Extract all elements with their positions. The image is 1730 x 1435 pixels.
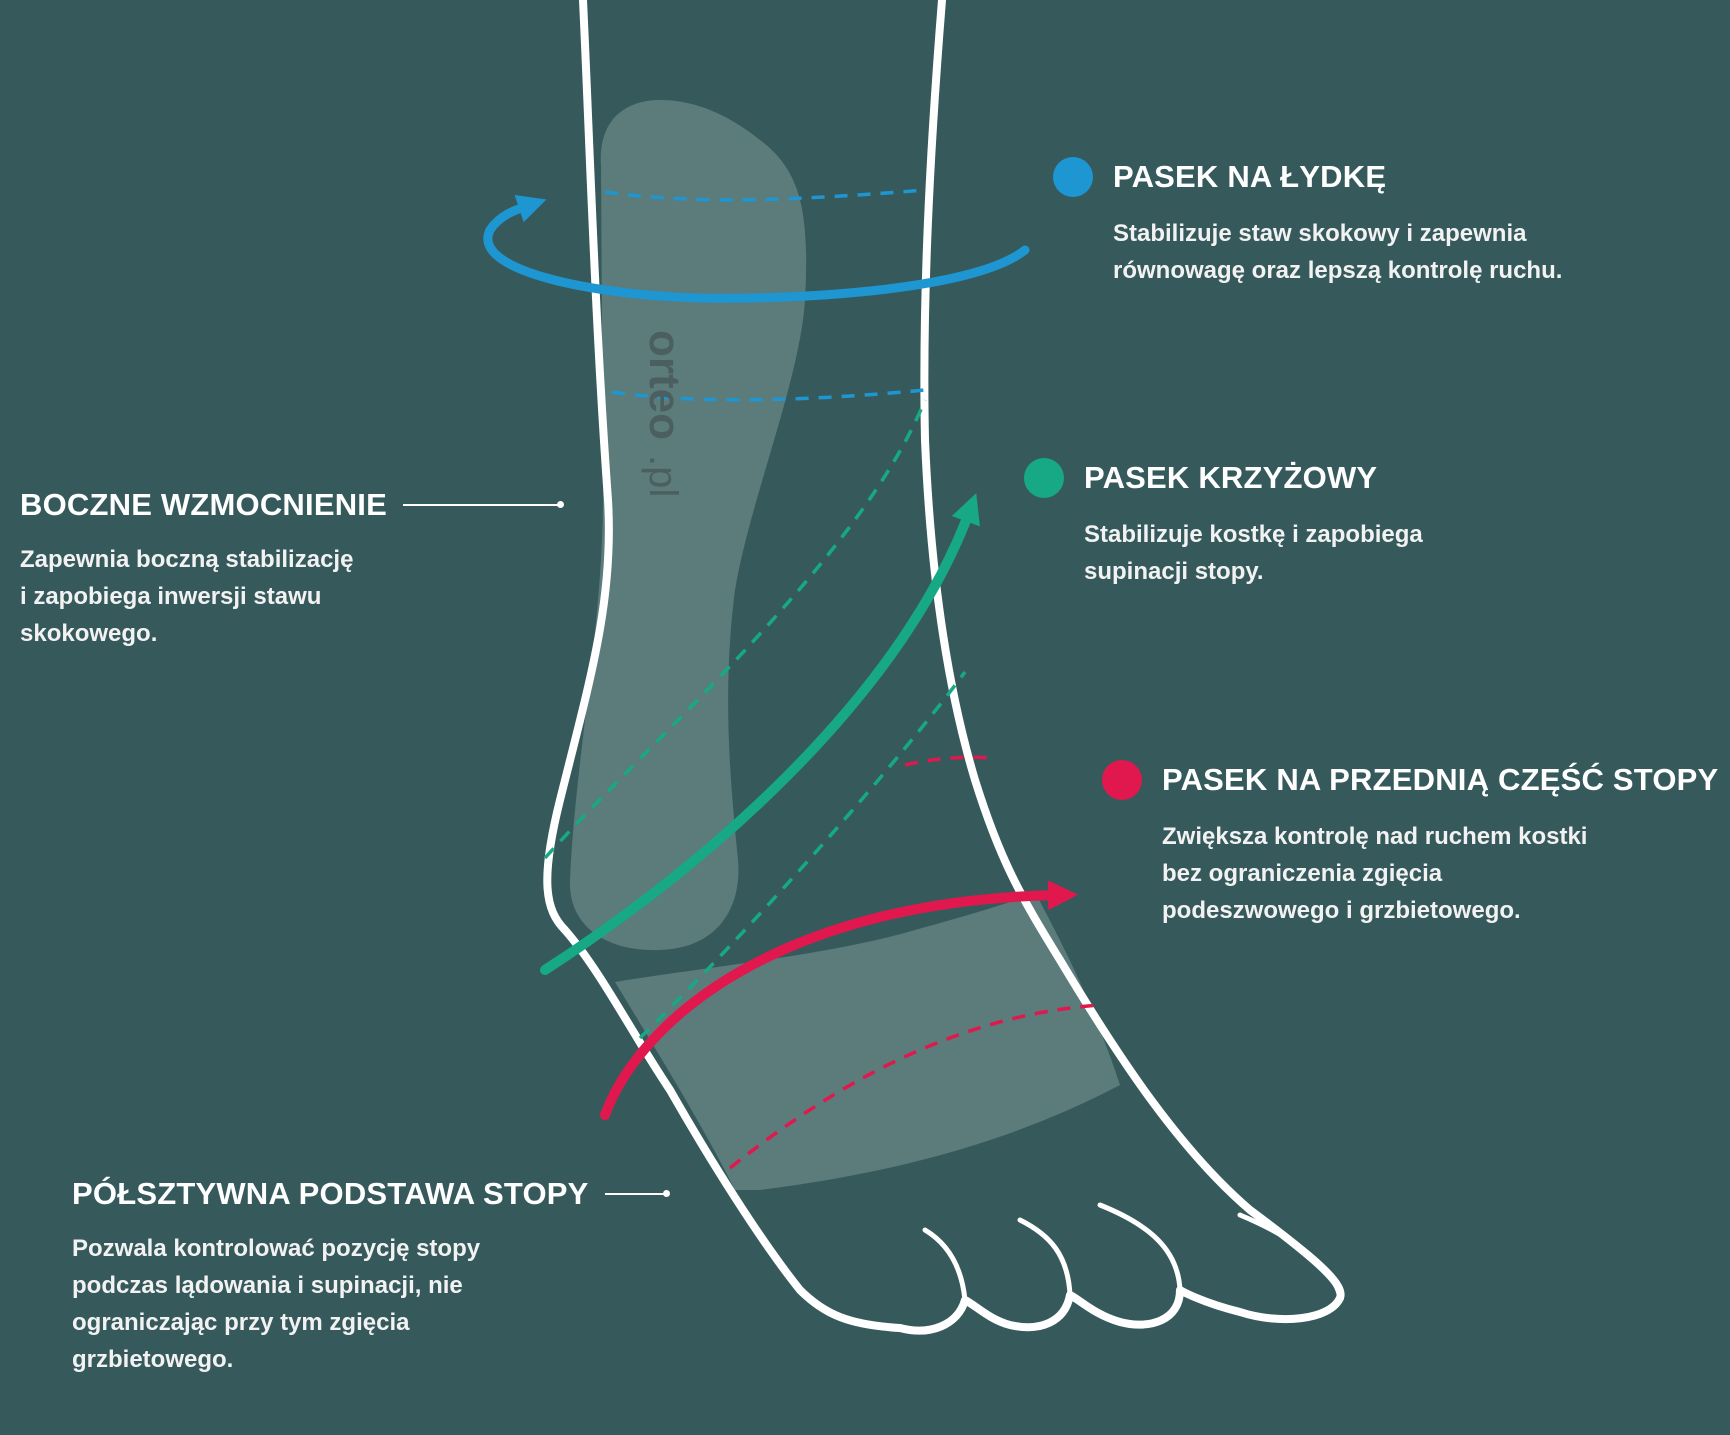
forefoot-strap-seam-top [904, 755, 991, 767]
lateral-reinforcement-description-line: Zapewnia boczną stabilizację [20, 546, 354, 573]
toe-line-2 [1017, 1217, 1073, 1298]
cross-strap-description: Stabilizuje kostkę i zapobiega supinacji… [1084, 516, 1423, 590]
lateral-reinforcement-description-line: i zapobiega inwersji stawu [20, 583, 322, 610]
watermark-main-text: orteo [640, 330, 689, 440]
cross-strap-color-dot [1024, 458, 1064, 498]
calf-strap-description: Stabilizuje staw skokowy i zapewnia równ… [1113, 215, 1562, 289]
calf-strap-seam-bottom [611, 388, 926, 402]
cross-strap-description-line: supinacji stopy. [1084, 558, 1264, 585]
toe-line-4 [1237, 1212, 1343, 1301]
calf-strap-title: PASEK NA ŁYDKĘ [1113, 159, 1387, 194]
calf-strap-color-dot [1053, 157, 1093, 197]
callout-lateral-reinforcement: BOCZNE WZMOCNIENIE Zapewnia boczną stabi… [20, 487, 564, 652]
calf-strap-seam-top [604, 188, 926, 202]
lateral-reinforcement-description-line: skokowego. [20, 620, 158, 647]
forefoot-strap-description: Zwiększa kontrolę nad ruchem kostki bez … [1162, 818, 1718, 929]
lateral-reinforcement-description: Zapewnia boczną stabilizację i zapobiega… [20, 541, 561, 652]
forefoot-strap-seam-bottom [728, 1003, 1101, 1170]
semi-rigid-base-description-line: grzbietowego. [72, 1346, 234, 1373]
forefoot-strap-color-dot [1102, 760, 1142, 800]
leg-back-outline [543, 0, 904, 1332]
cross-strap-title: PASEK KRZYŻOWY [1084, 460, 1378, 495]
lateral-reinforcement-leader-line [402, 501, 564, 508]
semi-rigid-base-description-line: ograniczając przy tym zgięcia [72, 1309, 410, 1336]
cross-strap-arrow [540, 493, 980, 975]
calf-strap-arrow [483, 194, 1030, 303]
toe-line-1 [1097, 1202, 1183, 1293]
semi-rigid-base-title: PÓŁSZTYWNA PODSTAWA STOPY [72, 1176, 589, 1211]
leg-front-outline [920, 0, 1345, 1302]
callout-forefoot-strap: PASEK NA PRZEDNIĄ CZĘŚĆ STOPY Zwiększa k… [1102, 760, 1718, 929]
brand-watermark: orteo .pl [640, 330, 689, 497]
callout-calf-strap: PASEK NA ŁYDKĘ Stabilizuje staw skokowy … [1053, 157, 1562, 289]
lateral-reinforcement-pad [569, 100, 807, 951]
cross-strap-seam-lower [638, 670, 967, 1040]
callout-cross-strap: PASEK KRZYŻOWY Stabilizuje kostkę i zapo… [1024, 458, 1423, 590]
cross-strap-seam-upper [543, 399, 927, 860]
semi-rigid-base-description-line: podczas lądowania i supinacji, nie [72, 1272, 463, 1299]
watermark-suffix-text: .pl [641, 455, 685, 497]
forefoot-strap-description-line: bez ograniczenia zgięcia [1162, 860, 1443, 887]
lateral-reinforcement-title: BOCZNE WZMOCNIENIE [20, 487, 387, 522]
calf-strap-description-line: Stabilizuje staw skokowy i zapewnia [1113, 220, 1527, 247]
semi-rigid-base-description: Pozwala kontrolować pozycję stopy podcza… [72, 1230, 667, 1378]
semi-rigid-base-description-line: Pozwala kontrolować pozycję stopy [72, 1235, 481, 1262]
toe-line-3 [922, 1227, 968, 1303]
forefoot-strap-description-line: podeszwowego i grzbietowego. [1162, 897, 1521, 924]
cross-strap-description-line: Stabilizuje kostkę i zapobiega [1084, 521, 1423, 548]
forefoot-strap-description-line: Zwiększa kontrolę nad ruchem kostki [1162, 823, 1588, 850]
forefoot-strap-title: PASEK NA PRZEDNIĄ CZĘŚĆ STOPY [1162, 762, 1719, 797]
semi-rigid-base-leader-line [604, 1190, 670, 1197]
calf-strap-description-line: równowagę oraz lepszą kontrolę ruchu. [1113, 257, 1563, 284]
callout-semi-rigid-base: PÓŁSZTYWNA PODSTAWA STOPY Pozwala kontro… [72, 1176, 670, 1378]
forefoot-strap-arrow [600, 880, 1078, 1120]
